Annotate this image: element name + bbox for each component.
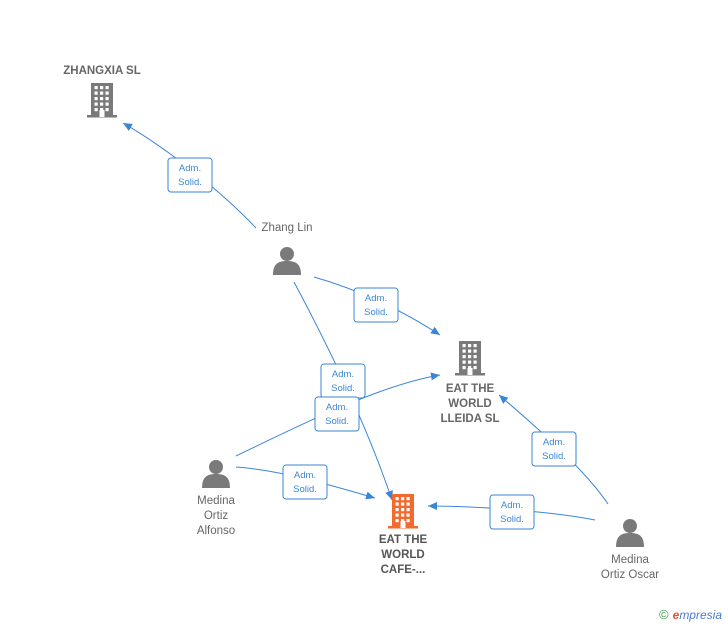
- edge-label-box[interactable]: [167, 157, 213, 193]
- edge-alfonso-to-cafe: Adm. Solid.: [235, 464, 376, 500]
- node-label: LLEIDA SL: [441, 413, 500, 425]
- edge-label-text: Adm.: [501, 500, 523, 511]
- node-label: Zhang Lin: [261, 222, 312, 234]
- node-label: EAT THE: [379, 534, 428, 546]
- edge-label-text: Adm.: [543, 437, 565, 448]
- copyright-symbol: ©: [659, 607, 669, 622]
- node-label: Ortiz: [204, 510, 229, 522]
- edge-label-text: Solid.: [364, 307, 388, 318]
- building-icon: [388, 494, 418, 529]
- edges-layer: Adm. Solid. Adm. Solid. Adm. Solid. Adm. Solid.…: [122, 122, 609, 530]
- node-label: Medina: [611, 554, 649, 566]
- edge-label-box[interactable]: [489, 494, 535, 530]
- edge-label-text: Solid.: [331, 383, 355, 394]
- node-lleida[interactable]: EAT THE WORLD LLEIDA SL: [441, 341, 500, 425]
- node-label: WORLD: [448, 398, 491, 410]
- node-label: Alfonso: [197, 525, 235, 537]
- brand-logo: ©empresia: [659, 607, 722, 622]
- edge-label-box[interactable]: [282, 464, 328, 500]
- edge-label-text: Adm.: [326, 402, 348, 413]
- edge-alfonso-to-lleida: Adm. Solid.: [235, 372, 441, 457]
- edge-zhanglin-to-zhangxia: Adm. Solid.: [122, 122, 257, 229]
- node-label: Medina: [197, 495, 235, 507]
- edge-zhanglin-to-lleida: Adm. Solid.: [313, 276, 441, 336]
- edge-label-text: Solid.: [325, 416, 349, 427]
- edge-label-text: Solid.: [542, 451, 566, 462]
- brand-name: mpresia: [679, 608, 722, 622]
- edge-label-box[interactable]: [314, 396, 360, 432]
- edge-label-text: Solid.: [500, 514, 524, 525]
- node-cafe[interactable]: EAT THE WORLD CAFE-...: [379, 494, 428, 576]
- node-label: ZHANGXIA SL: [63, 65, 141, 77]
- node-zhangxia[interactable]: ZHANGXIA SL: [63, 65, 141, 118]
- node-label: CAFE-...: [381, 564, 426, 576]
- person-icon: [202, 460, 230, 488]
- edge-label-box[interactable]: [353, 287, 399, 323]
- edge-oscar-to-cafe: Adm. Solid.: [427, 494, 596, 530]
- edge-label-text: Adm.: [179, 163, 201, 174]
- edge-label-text: Adm.: [332, 369, 354, 380]
- node-label: WORLD: [381, 549, 424, 561]
- node-label: Ortiz Oscar: [601, 569, 659, 581]
- person-icon: [273, 247, 301, 275]
- node-label: EAT THE: [446, 383, 495, 395]
- edge-label-text: Solid.: [178, 177, 202, 188]
- brand-initial: e: [672, 608, 680, 622]
- edge-oscar-to-lleida: Adm. Solid.: [498, 394, 609, 505]
- edge-label-text: Adm.: [365, 293, 387, 304]
- person-icon: [616, 519, 644, 547]
- building-icon: [455, 341, 485, 376]
- edge-label-text: Solid.: [293, 484, 317, 495]
- edge-label-text: Adm.: [294, 470, 316, 481]
- building-icon: [87, 83, 117, 118]
- edge-label-box[interactable]: [531, 431, 577, 467]
- edge-zhanglin-to-cafe: Adm. Solid.: [293, 281, 393, 501]
- node-zhanglin[interactable]: Zhang Lin: [261, 222, 313, 275]
